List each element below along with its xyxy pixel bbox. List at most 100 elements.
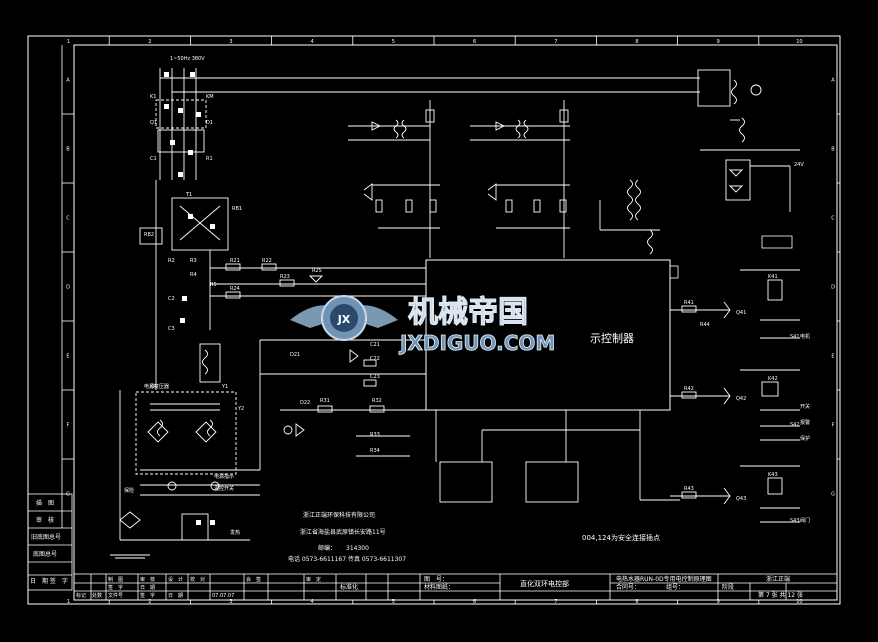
column-label-bottom: 7 xyxy=(554,599,557,605)
tb-material: 材料图纸： xyxy=(424,583,454,591)
component-label-right: R44 xyxy=(700,322,710,328)
title-block-cell: 校 对 xyxy=(190,576,205,583)
component-label-right: R42 xyxy=(684,386,694,392)
component-label-left: RB2 xyxy=(144,232,154,238)
component-label-mid: R31 xyxy=(320,398,330,404)
title-block-cell: 设 计 xyxy=(168,576,183,583)
column-label-bottom: 9 xyxy=(717,599,720,605)
tb-dept: 直化双环电控部 xyxy=(520,579,569,588)
transformer-section xyxy=(599,69,800,255)
column-label-top: 9 xyxy=(717,39,720,45)
column-label-bottom: 6 xyxy=(473,599,476,605)
power-input-label: 1~50Hz 380V xyxy=(170,56,205,62)
title-block-cell: 日 期 xyxy=(140,585,155,591)
component-label-mid: R24 xyxy=(230,286,240,292)
left-function-label: 发热 xyxy=(230,529,240,536)
column-label-bottom: 10 xyxy=(796,599,802,605)
company-phone: 电话 0573-6611167 传真 0573-6611307 xyxy=(288,555,406,563)
component-label-mid: C21 xyxy=(370,342,380,348)
title-block-cell: 会 签 xyxy=(246,576,261,583)
left-side-table xyxy=(27,493,73,591)
left-function-label: 温控开关 xyxy=(214,485,234,492)
title-block-cell: 签 字 xyxy=(140,592,155,599)
watermark-cn: 机械帝国 xyxy=(408,295,528,330)
component-label-mid: R21 xyxy=(230,258,240,264)
row-label-left: C xyxy=(66,216,70,222)
component-label-left: C2 xyxy=(168,296,175,302)
component-label-left: R2 xyxy=(168,258,175,264)
row-label-right: F xyxy=(832,423,835,429)
row-label-right: A xyxy=(831,78,835,84)
title-block-cell: 处数 xyxy=(92,592,102,599)
safety-note: 004,124为安全连接插点 xyxy=(582,533,660,542)
title-block-cell: 标记 xyxy=(76,592,86,599)
tb-contract: 合同号： xyxy=(616,583,640,591)
row-label-left: G xyxy=(66,492,70,498)
component-label-mid: R22 xyxy=(262,258,272,264)
column-label-bottom: 2 xyxy=(148,599,151,605)
row-label-right: C xyxy=(831,216,835,222)
left-function-label: 电源指示 xyxy=(214,473,234,480)
component-label-left: Y1 xyxy=(221,384,228,390)
emblem-text: JX xyxy=(337,313,351,326)
tb-group: 组号： xyxy=(666,583,684,591)
component-label-mid: R33 xyxy=(370,432,380,438)
component-label-right: K41 xyxy=(768,274,778,280)
side-table-row-4: 日 期 签 字 xyxy=(30,577,68,585)
ic-connector xyxy=(669,265,679,279)
row-label-left: F xyxy=(67,423,70,429)
title-block-cell: 签 字 xyxy=(108,584,123,591)
component-label-left: KM xyxy=(206,94,214,100)
trigger-channel-2 xyxy=(470,100,570,258)
component-label-mid: D22 xyxy=(300,400,310,406)
column-label-top: 8 xyxy=(635,39,638,45)
component-label-left: C1 xyxy=(150,156,157,162)
component-label-left: R3 xyxy=(190,258,197,264)
component-label-left: R5 xyxy=(210,282,217,288)
component-label-left: KR xyxy=(150,384,157,390)
terminal-blocks xyxy=(164,72,215,525)
title-block-cell: 审 核 xyxy=(140,576,155,583)
postcode-label: 邮编： xyxy=(318,544,336,552)
component-label-right: Q41 xyxy=(736,310,746,316)
tb-drawing-title: 电热水器RUN-0D专用电控制原理图 xyxy=(616,575,712,583)
component-label-mid: C23 xyxy=(370,374,380,380)
left-function-label: 电源变压器 xyxy=(144,383,169,390)
row-label-right: D xyxy=(831,285,835,291)
component-label-mid: R34 xyxy=(370,448,380,454)
title-block-cell: 文件号 xyxy=(108,592,123,599)
row-label-right: B xyxy=(831,147,835,153)
relay-function-label: 报警 xyxy=(800,419,810,426)
component-label-mid: R23 xyxy=(280,274,290,280)
watermark: JX 机械帝国 JXDIGUO.COM xyxy=(290,295,556,355)
component-label-left: R4 xyxy=(190,272,197,278)
bus-voltage-label: 24V xyxy=(794,162,804,168)
output-relay-3 xyxy=(670,465,800,523)
title-block-cell: 07.07.07 xyxy=(212,593,234,599)
component-label-left: C3 xyxy=(168,326,175,332)
side-table-row-1: 审 核 xyxy=(36,516,54,524)
column-label-top: 5 xyxy=(392,39,395,45)
component-label-right: K43 xyxy=(768,472,778,478)
title-block-cell: 日 期 xyxy=(168,593,183,599)
column-label-top: 2 xyxy=(148,39,151,45)
row-label-left: E xyxy=(66,354,69,360)
component-label-left: RB1 xyxy=(232,206,242,212)
title-block-cell: 审 定 xyxy=(306,576,321,583)
relay-function-label: 电机 xyxy=(800,333,810,340)
watermark-en: JXDIGUO.COM xyxy=(398,331,555,355)
column-label-bottom: 1 xyxy=(67,599,70,605)
column-label-top: 4 xyxy=(311,39,314,45)
row-label-left: B xyxy=(66,147,70,153)
side-table-row-2: 旧底图总号 xyxy=(31,533,61,541)
row-label-left: A xyxy=(66,78,70,84)
trigger-channel-1 xyxy=(348,100,440,258)
component-label-right: S43 xyxy=(790,518,800,524)
component-label-left: K1 xyxy=(150,94,156,100)
column-label-top: 7 xyxy=(554,39,557,45)
row-label-right: E xyxy=(831,354,834,360)
component-label-mid: R25 xyxy=(312,268,322,274)
